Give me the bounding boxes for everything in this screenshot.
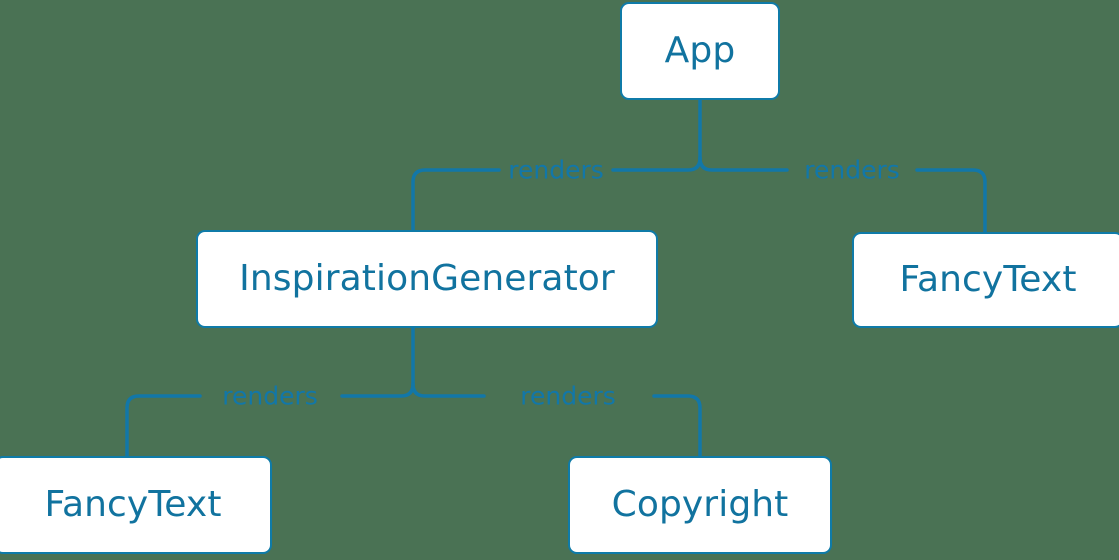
node-fancytext-bottom-left[interactable]: FancyText — [0, 456, 272, 554]
node-fancytext-bottom-left-label: FancyText — [44, 484, 222, 525]
node-fancytext-right-label: FancyText — [899, 259, 1077, 300]
node-app[interactable]: App — [620, 2, 780, 100]
edge-label-app-to-inspirationgenerator: renders — [508, 155, 604, 185]
node-inspiration-generator-label: InspirationGenerator — [239, 258, 615, 299]
node-fancytext-right[interactable]: FancyText — [852, 232, 1119, 328]
node-app-label: App — [664, 30, 736, 71]
edge-label-inspirationgenerator-to-copyright: renders — [520, 381, 616, 411]
node-copyright[interactable]: Copyright — [568, 456, 832, 554]
edge-label-inspirationgenerator-to-fancytext: renders — [222, 381, 318, 411]
node-inspiration-generator[interactable]: InspirationGenerator — [196, 230, 658, 328]
node-copyright-label: Copyright — [611, 484, 789, 525]
edge-label-app-to-fancytext-right: renders — [804, 155, 900, 185]
